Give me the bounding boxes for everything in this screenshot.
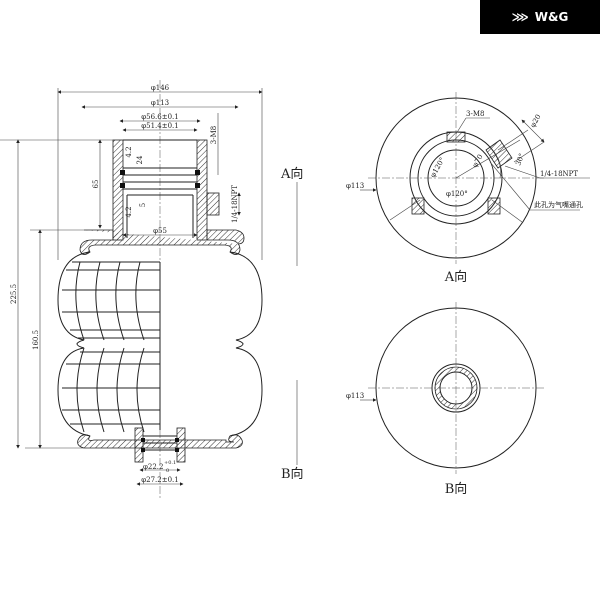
dim-bottom-inner: φ22.2 xyxy=(143,463,164,471)
view-a-angle-2: φ120° xyxy=(446,190,468,198)
dim-groove-b: 24 xyxy=(136,155,144,164)
dim-overall-diameter: φ146 xyxy=(151,84,170,92)
side-view: φ146 φ113 φ56.6±0.1 φ51.4±0.1 φ55 3-M8 1… xyxy=(0,80,304,500)
view-b-diameter: φ113 xyxy=(346,392,364,400)
dim-flange-diameter: φ113 xyxy=(151,99,169,107)
view-a-port-diameter: φ20 xyxy=(529,113,543,129)
bellows-section xyxy=(62,261,161,433)
air-port-fitting xyxy=(206,192,220,216)
view-b-title: B向 xyxy=(445,481,468,497)
wg-chevrons-icon: ⋙ xyxy=(511,10,529,24)
dim-bottom-inner-tol-lower: 0 xyxy=(166,468,169,474)
view-a-note: 此孔为气嘴通孔 xyxy=(534,200,583,209)
view-a-diameter: φ113 xyxy=(346,182,364,190)
logo-text: W&G xyxy=(534,10,569,24)
view-a-port-angle: 30° xyxy=(514,152,526,166)
view-a-angle-1: φ120° xyxy=(429,156,447,179)
dim-air-port: 1/4-18NPT xyxy=(231,185,239,223)
brand-logo: ⋙ W&G xyxy=(480,0,600,34)
view-b: φ113 B向 xyxy=(346,302,544,497)
dim-bellows-height: 160.5 xyxy=(32,330,40,350)
dim-overall-height: 225.5 xyxy=(10,284,18,304)
dim-bottom-inner-tol-upper: +0.1 xyxy=(164,460,176,466)
o-ring-seals xyxy=(120,170,200,188)
dim-bottom-outer: φ27.2±0.1 xyxy=(141,476,179,484)
dim-fitting-height: 65 xyxy=(92,180,100,189)
dim-fitting-inner: φ51.4±0.1 xyxy=(141,122,179,130)
fitting-wall-right xyxy=(196,139,208,241)
view-a-port-thread: 1/4-18NPT xyxy=(540,170,578,178)
dim-groove-c: 5 xyxy=(139,203,147,207)
dim-groove-d: 4.2 xyxy=(125,206,133,217)
view-a: 3-M8 φ20 30° φ120° φ70 φ120° 1/4-18NPT 此… xyxy=(346,92,590,285)
bottom-fitting-right xyxy=(176,427,186,463)
view-a-title: A向 xyxy=(444,269,467,285)
dim-groove-a: 4.2 xyxy=(125,146,133,157)
bottom-flange xyxy=(77,434,243,449)
dim-bore: φ55 xyxy=(153,227,167,235)
view-b-arrow-label: B向 xyxy=(281,466,304,482)
bottom-fitting-left xyxy=(134,427,144,463)
view-a-bolt-thread: 3-M8 xyxy=(466,110,484,118)
dim-bolt-thread: 3-M8 xyxy=(210,126,218,144)
fitting-wall-left xyxy=(112,139,124,241)
bellows-outline xyxy=(57,251,263,437)
dim-fitting-outer: φ56.6±0.1 xyxy=(141,113,179,121)
view-a-arrow-label: A向 xyxy=(280,166,303,182)
